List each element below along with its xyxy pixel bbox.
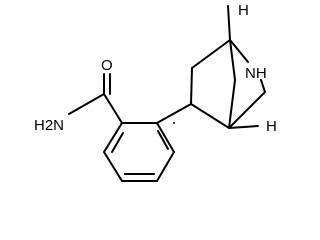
bicycle-bond [228,91,266,129]
amide-c-bond [103,93,123,124]
bicycle-bond [190,67,193,105]
ring-double-bond [157,130,169,150]
benzene-ring [103,122,175,182]
stereo-bond-bottom [228,125,259,129]
stereo-h-bottom-label: H [266,118,277,135]
amide-nitrogen-label: H2N [34,117,64,134]
ring-double-bond [111,132,124,153]
bicycle-bond [229,39,249,63]
bridge-bond [228,79,236,129]
ring-bond [103,151,123,182]
aryl-link-bond [156,103,192,124]
amide-n-bond [68,93,105,115]
structure-svg: O H2N NH H H [34,2,277,182]
amide-group [68,73,123,124]
ring-bond [156,122,175,153]
ring-bond [103,122,123,153]
ring-bond [156,151,175,182]
atom-labels: O H2N NH H H [34,2,277,135]
bicycle-bond [260,79,266,93]
bicyclic-amine [190,5,266,129]
bridge-bond [229,39,236,81]
molecule-diagram: O H2N NH H H [34,2,277,182]
bridge-nh-label: NH [245,65,267,82]
oxygen-label: O [101,57,113,74]
bicycle-bond [191,39,231,69]
stereo-h-top-label: H [238,2,249,19]
bicycle-bond [190,103,230,129]
stereo-bond-top [227,5,231,41]
